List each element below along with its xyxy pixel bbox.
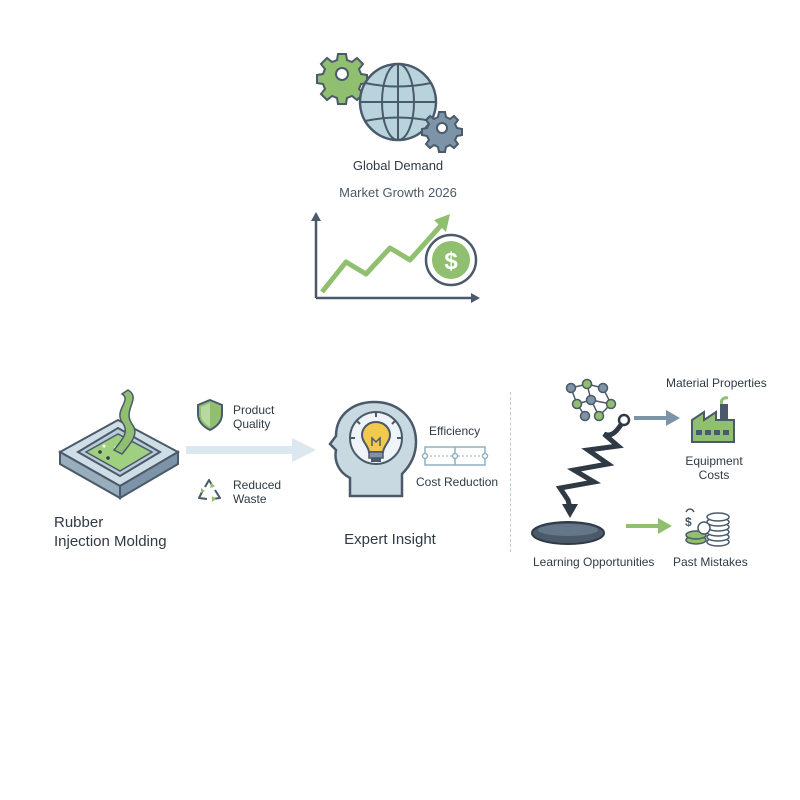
equipment-costs-line1: Equipment <box>685 454 743 468</box>
reduced-waste-line1: Reduced <box>233 478 282 492</box>
product-quality-line2: Quality <box>233 417 271 431</box>
head-lightbulb-icon <box>328 400 418 498</box>
recycle-icon <box>198 479 221 502</box>
product-quality-line1: Product <box>233 403 275 417</box>
arrow-to-factory <box>634 410 680 426</box>
arrow-to-coins <box>626 518 672 534</box>
cost-reduction-label: Cost Reduction <box>416 475 499 489</box>
efficiency-cost-bracket <box>421 446 489 466</box>
learning-opportunities-label: Learning Opportunities <box>533 555 655 569</box>
shield-icon <box>197 398 223 432</box>
market-growth-subtitle: Market Growth 2026 <box>339 185 457 200</box>
section-divider <box>510 392 511 552</box>
equipment-costs-line2: Costs <box>698 468 730 482</box>
flow-arrow-right <box>186 438 316 462</box>
globe-gears-icon <box>316 53 463 153</box>
global-demand-title: Global Demand <box>352 158 444 173</box>
factory-icon <box>691 396 735 443</box>
rubber-molding-label-line2: Injection Molding <box>54 533 167 550</box>
molecule-network-icon <box>565 378 617 422</box>
zigzag-path-arrow <box>555 413 631 518</box>
injection-mold-icon <box>57 389 181 500</box>
efficiency-label: Efficiency <box>429 424 481 438</box>
svg-text:$: $ <box>685 515 692 529</box>
material-properties-label: Material Properties <box>666 376 767 390</box>
growth-chart-dollar-icon: $ <box>311 212 480 303</box>
pit-hole-icon <box>531 521 605 545</box>
svg-text:$: $ <box>444 248 458 275</box>
coins-icon: $ <box>685 508 730 547</box>
past-mistakes-label: Past Mistakes <box>673 555 748 569</box>
expert-insight-label: Expert Insight <box>344 531 436 548</box>
rubber-molding-label-line1: Rubber <box>54 514 104 531</box>
reduced-waste-line2: Waste <box>233 492 267 506</box>
